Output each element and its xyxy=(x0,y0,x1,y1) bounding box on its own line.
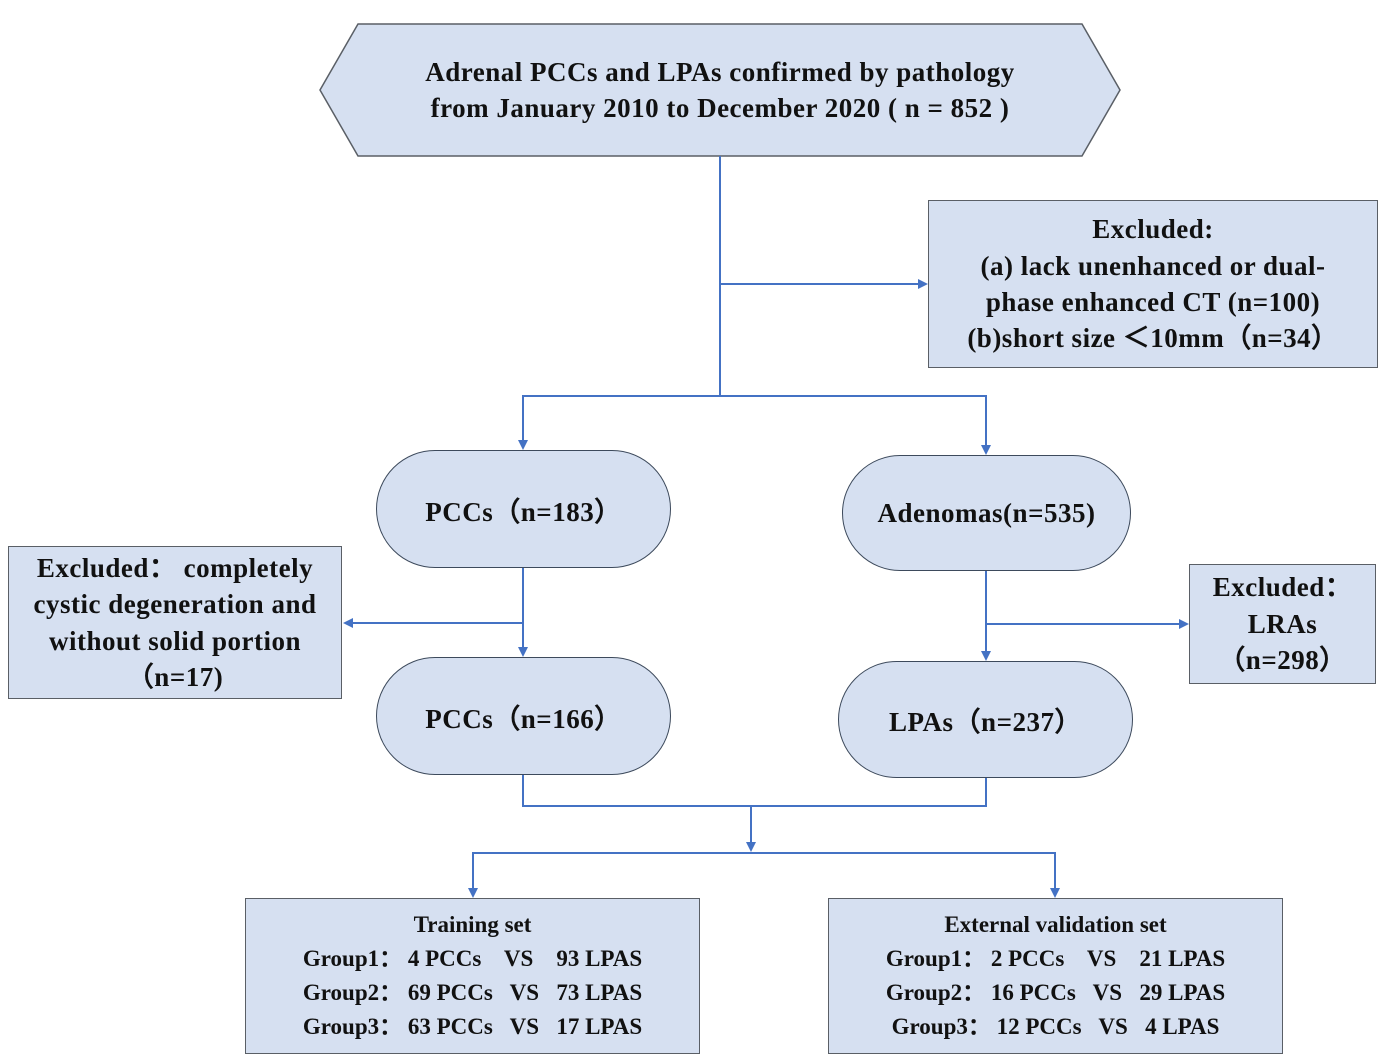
excluded-cystic-line-2: cystic degeneration and xyxy=(33,589,317,620)
validation-group1: Group1： 2 PCCs VS 21 LPAS xyxy=(885,945,1226,971)
training-set-title: Training set xyxy=(413,911,532,937)
excluded-lras-line-1: Excluded： xyxy=(1212,572,1353,603)
pccs-166-node: PCCs（n=166） xyxy=(376,657,671,775)
excluded-lras-line-3: （n=298） xyxy=(1218,645,1347,676)
source-line-1: Adrenal PCCs and LPAs confirmed by patho… xyxy=(425,56,1015,87)
excluded-heading: Excluded: xyxy=(1092,214,1214,245)
top-hexagon xyxy=(319,23,1121,157)
excluded-cystic-line-4: （n=17) xyxy=(126,661,224,692)
source-population-box: Adrenal PCCs and LPAs confirmed by patho… xyxy=(320,24,1120,156)
validation-group2: Group2： 16 PCCs VS 29 LPAS xyxy=(885,980,1226,1005)
training-set-box: Training set Group1： 4 PCCs VS 93 LPAS G… xyxy=(245,898,700,1054)
source-line-2: from January 2010 to December 2020 ( n =… xyxy=(430,93,1010,123)
training-group1: Group1： 4 PCCs VS 93 LPAS xyxy=(302,945,643,971)
excluded-ct-box: Excluded: (a) lack unenhanced or dual- p… xyxy=(928,200,1378,368)
excluded-lras-line-2: LRAs xyxy=(1247,608,1318,639)
excluded-reason-a2: phase enhanced CT (n=100) xyxy=(985,287,1321,317)
lpas-237-node: LPAs（n=237） xyxy=(838,661,1133,778)
excluded-cystic-line-3: without solid portion xyxy=(48,625,302,656)
validation-set-box: External validation set Group1： 2 PCCs V… xyxy=(828,898,1283,1054)
excluded-reason-a1: (a) lack unenhanced or dual- xyxy=(980,250,1326,281)
excluded-cystic-box: Excluded： completely cystic degeneration… xyxy=(8,546,342,699)
excluded-reason-b: (b)short size ＜10mm（n=34） xyxy=(967,323,1339,354)
pccs-183-node: PCCs（n=183） xyxy=(376,450,671,568)
adenomas-node: Adenomas(n=535) xyxy=(842,455,1131,571)
excluded-cystic-line-1: Excluded： completely xyxy=(36,552,314,583)
training-group3: Group3： 63 PCCs VS 17 LPAS xyxy=(302,1014,643,1040)
training-group2: Group2： 69 PCCs VS 73 LPAS xyxy=(302,980,643,1005)
validation-set-title: External validation set xyxy=(944,911,1167,937)
validation-group3: Group3： 12 PCCs VS 4 LPAS xyxy=(891,1014,1220,1040)
excluded-lras-box: Excluded： LRAs （n=298） xyxy=(1189,564,1376,684)
